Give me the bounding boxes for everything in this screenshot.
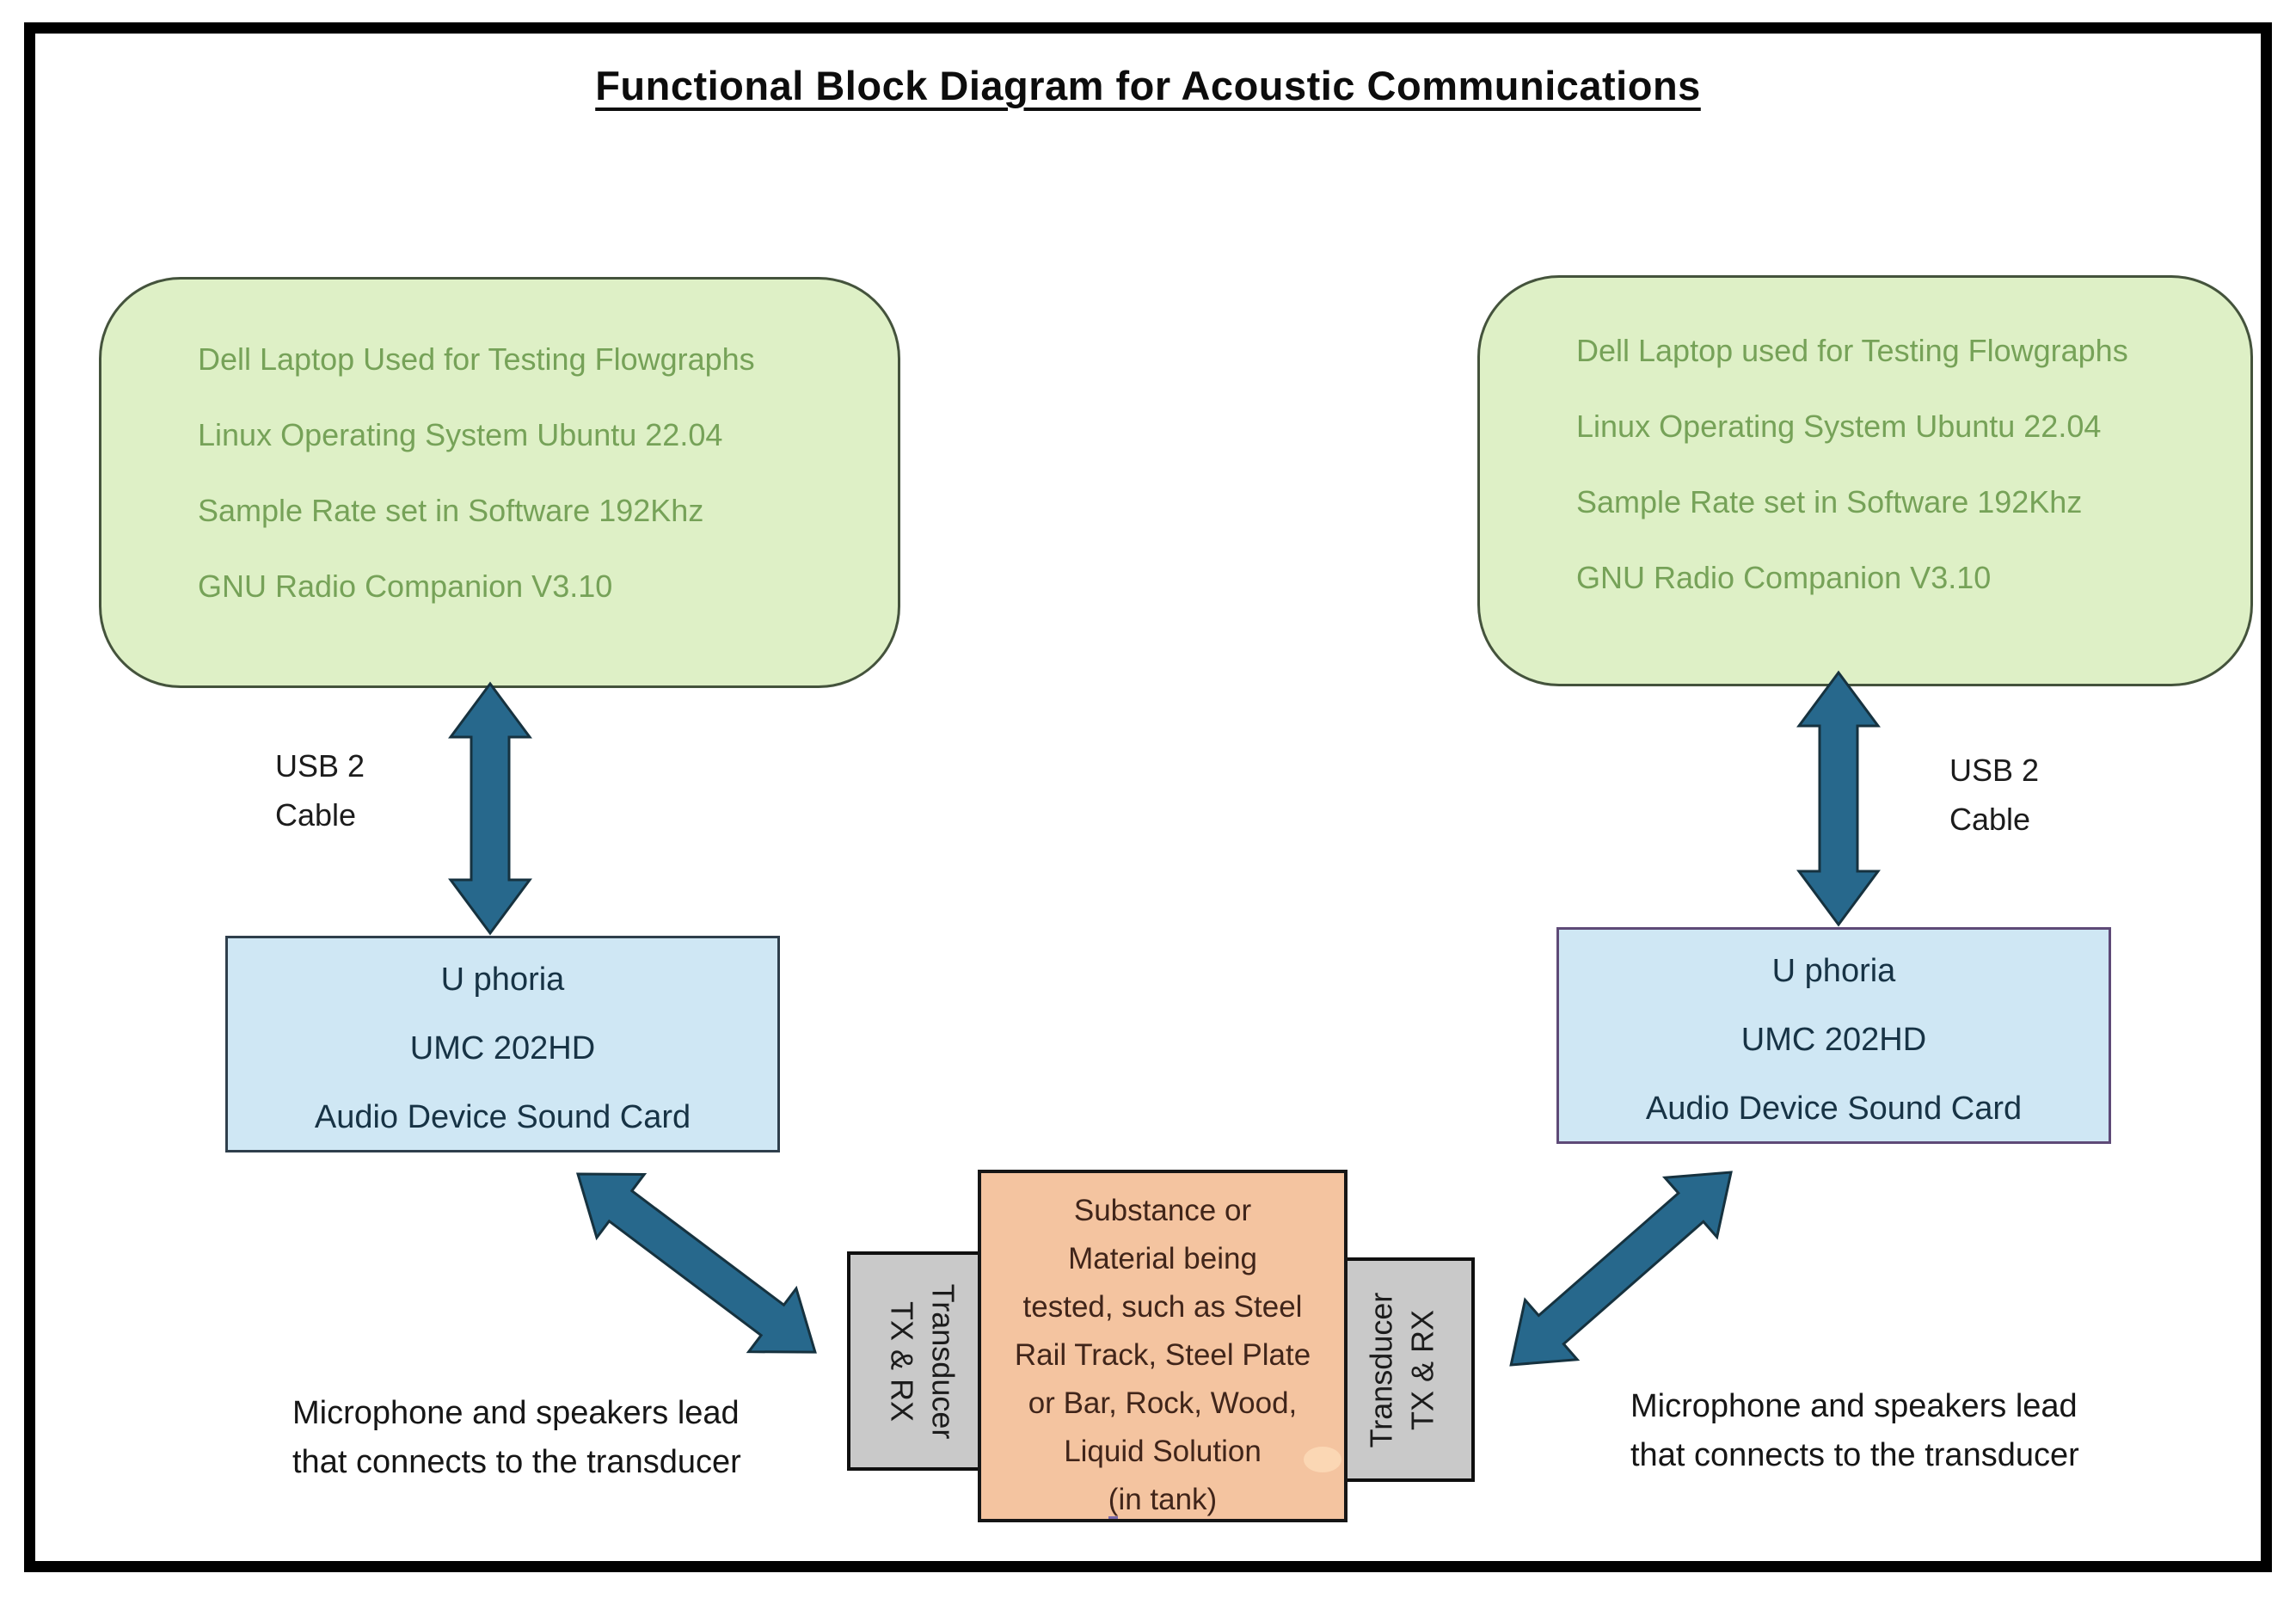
usb-label-left: USB 2 Cable xyxy=(275,741,365,839)
mic-caption-left-line2: that connects to the transducer xyxy=(292,1444,741,1480)
orange-smudge-artifact xyxy=(1304,1447,1341,1472)
soundcard-left-line2: UMC 202HD xyxy=(409,1030,596,1066)
laptop-right-line: Dell Laptop used for Testing Flowgraphs xyxy=(1576,333,2128,368)
substance-line-in-tank: (in tank) xyxy=(981,1476,1344,1524)
laptop-left-line: GNU Radio Companion V3.10 xyxy=(198,569,613,604)
mic-caption-right: Microphone and speakers lead that connec… xyxy=(1630,1382,2079,1480)
transducer-left-line1: Transducer xyxy=(925,1283,961,1439)
soundcard-right-line3: Audio Device Sound Card xyxy=(1645,1091,2023,1127)
laptop-right-line: GNU Radio Companion V3.10 xyxy=(1576,560,1992,595)
usb-label-right: USB 2 Cable xyxy=(1949,746,2039,844)
soundcard-right-line2: UMC 202HD xyxy=(1740,1022,1927,1058)
substance-line: Substance or xyxy=(1073,1194,1252,1227)
transducer-right-label: Transducer TX & RX xyxy=(1360,1292,1443,1447)
usb-label-left-line2: Cable xyxy=(275,797,357,833)
laptop-left-line: Sample Rate set in Software 192Khz xyxy=(198,493,704,528)
mic-caption-right-line2: that connects to the transducer xyxy=(1630,1437,2079,1473)
page-title: Functional Block Diagram for Acoustic Co… xyxy=(595,63,1701,108)
substance-box: Substance or Material being tested, such… xyxy=(978,1170,1348,1522)
usb-label-left-line1: USB 2 xyxy=(275,748,365,784)
mic-caption-right-line1: Microphone and speakers lead xyxy=(1630,1388,2078,1424)
transducer-left-line2: TX & RX xyxy=(884,1300,920,1422)
transducer-right-line2: TX & RX xyxy=(1404,1309,1440,1430)
usb-label-right-line1: USB 2 xyxy=(1949,753,2040,788)
soundcard-box-left: U phoria UMC 202HD Audio Device Sound Ca… xyxy=(225,936,780,1152)
laptop-right-line: Sample Rate set in Software 192Khz xyxy=(1576,484,2083,519)
usb-label-right-line2: Cable xyxy=(1949,802,2031,837)
mic-caption-left: Microphone and speakers lead that connec… xyxy=(292,1389,741,1487)
laptop-box-left: Dell Laptop Used for Testing Flowgraphs … xyxy=(99,277,900,688)
substance-line: Liquid Solution xyxy=(1064,1435,1262,1468)
transducer-box-right: Transducer TX & RX xyxy=(1329,1257,1475,1482)
substance-in-tank-rest: in tank) xyxy=(1118,1483,1218,1516)
soundcard-left-line3: Audio Device Sound Card xyxy=(314,1099,691,1135)
transducer-box-left: Transducer TX & RX xyxy=(847,1251,998,1471)
substance-line: or Bar, Rock, Wood, xyxy=(1028,1386,1298,1420)
mic-caption-left-line1: Microphone and speakers lead xyxy=(292,1395,740,1431)
laptop-box-right: Dell Laptop used for Testing Flowgraphs … xyxy=(1477,275,2253,686)
laptop-left-line: Dell Laptop Used for Testing Flowgraphs xyxy=(198,341,755,377)
transducer-right-line1: Transducer xyxy=(1363,1292,1398,1447)
laptop-right-line: Linux Operating System Ubuntu 22.04 xyxy=(1576,409,2102,444)
transducer-left-label: Transducer TX & RX xyxy=(881,1283,964,1439)
substance-line: Material being xyxy=(1068,1242,1257,1275)
substance-in-tank-underlined: ( xyxy=(1108,1483,1119,1519)
substance-line: Rail Track, Steel Plate xyxy=(1014,1338,1311,1372)
laptop-left-line: Linux Operating System Ubuntu 22.04 xyxy=(198,417,723,452)
soundcard-right-line1: U phoria xyxy=(1771,953,1896,989)
soundcard-box-right: U phoria UMC 202HD Audio Device Sound Ca… xyxy=(1556,927,2111,1144)
soundcard-left-line1: U phoria xyxy=(440,962,565,998)
substance-line: tested, such as Steel xyxy=(1022,1290,1303,1324)
